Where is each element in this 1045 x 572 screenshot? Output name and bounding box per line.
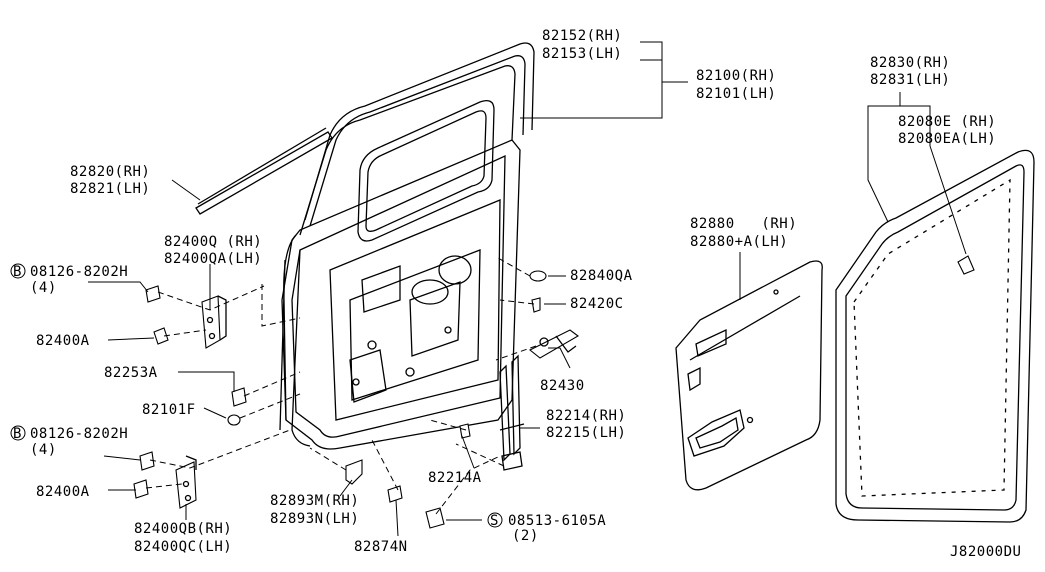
label-regulator-bolt: 82214A	[428, 470, 482, 486]
upper-bolt-circle-letter: B	[13, 264, 22, 280]
label-upper-hinge-pin: 82400A	[36, 333, 90, 349]
label-striker: 82253A	[104, 365, 158, 381]
door-check-channel	[499, 354, 525, 471]
label-cap: 82101F	[142, 402, 196, 418]
bottom-clips	[387, 485, 445, 529]
label-molding-rh: 82820(RH)	[70, 164, 150, 180]
label-lower-hinge-rh: 82400QB(RH)	[134, 521, 232, 537]
label-grommet: 82840QA	[570, 268, 633, 284]
label-clip-bottom: 82874N	[354, 539, 408, 555]
check-link	[528, 329, 579, 359]
label-door-lh: 82101(LH)	[696, 86, 776, 102]
label-upper-bolt-qty: (4)	[30, 280, 57, 296]
label-lower-bolt-qty: (4)	[30, 442, 57, 458]
upper-bolt-circle	[10, 263, 26, 279]
label-upper-hinge-lh: 82400QA(LH)	[164, 251, 262, 267]
label-sash-rh: 82152(RH)	[542, 28, 622, 44]
screw-circle-letter: S	[490, 513, 499, 529]
label-bracket-rh: 82893M(RH)	[270, 493, 359, 509]
door-trim-panel	[675, 260, 823, 491]
label-upper-hinge-rh: 82400Q (RH)	[164, 234, 262, 250]
label-lower-hinge-lh: 82400QC(LH)	[134, 539, 232, 555]
label-clip-lh: 82080EA(LH)	[898, 131, 996, 147]
label-regulator-rh: 82214(RH)	[546, 408, 626, 424]
label-door-rh: 82100(RH)	[696, 68, 776, 84]
lower-bolt-circle-letter: B	[13, 426, 22, 442]
label-clip-rh: 82080E (RH)	[898, 114, 996, 130]
label-trim-rh: 82880 (RH)	[690, 216, 797, 232]
label-trim-lh: 82880+A(LH)	[690, 234, 788, 250]
lower-hinge	[175, 455, 197, 509]
upper-hinge-bolts	[145, 285, 169, 345]
label-screw-bottom: 08513-6105A	[508, 513, 606, 529]
label-screw: 82420C	[570, 296, 624, 312]
striker-parts	[227, 387, 247, 426]
label-screw-bottom-qty: (2)	[512, 528, 539, 544]
label-lower-bolt: 08126-8202H	[30, 426, 128, 442]
leader-lines	[88, 41, 967, 537]
label-weatherstrip-rh: 82830(RH)	[870, 55, 950, 71]
weatherstrip	[835, 149, 1035, 523]
label-sash-lh: 82153(LH)	[542, 46, 622, 62]
upper-hinge	[201, 295, 227, 349]
door-shell	[279, 42, 535, 450]
label-weatherstrip-lh: 82831(LH)	[870, 72, 950, 88]
label-lower-hinge-pin: 82400A	[36, 484, 90, 500]
diagram-code: J82000DU	[950, 544, 1021, 560]
label-check-link: 82430	[540, 378, 585, 394]
lower-hinge-bolts	[133, 451, 155, 499]
label-bracket-lh: 82893N(LH)	[270, 511, 359, 527]
label-molding-lh: 82821(LH)	[70, 181, 150, 197]
screw-circle	[487, 512, 503, 528]
assembly-lines	[145, 257, 537, 515]
bracket	[345, 459, 363, 485]
label-regulator-lh: 82215(LH)	[546, 425, 626, 441]
belt-molding	[195, 127, 333, 215]
lower-bolt-circle	[10, 425, 26, 441]
label-upper-bolt: 08126-8202H	[30, 264, 128, 280]
